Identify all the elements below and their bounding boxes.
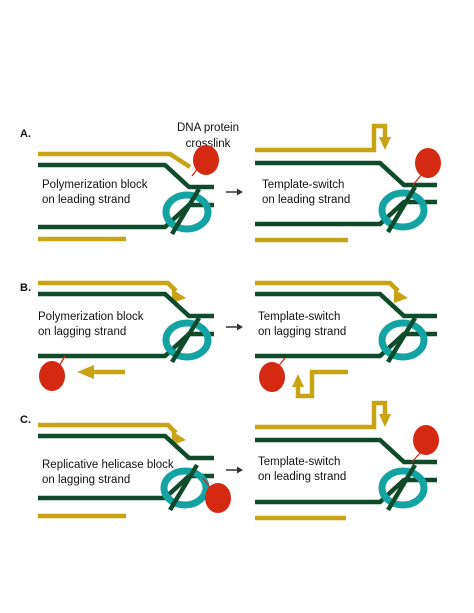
lagging-template-strand xyxy=(38,202,214,230)
leading-arrowhead xyxy=(172,431,186,445)
leading-arrowhead xyxy=(394,289,408,303)
panel-b-transition-arrow xyxy=(226,323,243,331)
leading-template-strand xyxy=(255,291,437,319)
panel-a-right-text-2: on leading strand xyxy=(262,194,350,206)
leading-template-strand xyxy=(38,291,214,319)
panel-b-left-fork: Polymerization block on lagging strand xyxy=(38,280,214,391)
leading-template-strand xyxy=(255,437,437,465)
lagging-template-strand xyxy=(38,331,214,359)
switch-arrowhead xyxy=(379,414,391,427)
crosslink-label-line2: crosslink xyxy=(186,138,231,150)
dna-protein-crosslink xyxy=(413,425,439,455)
dna-protein-crosslink xyxy=(193,145,219,175)
dna-protein-crosslink xyxy=(259,362,285,392)
strand-through-helicase xyxy=(386,316,417,364)
panel-c-right-fork: Template-switch on leading strand xyxy=(255,400,439,521)
helicase-ring xyxy=(378,467,428,509)
panel-c: C. Replicative helicase block on lagging… xyxy=(20,400,439,521)
panel-c-transition-arrow xyxy=(226,466,243,474)
lagging-template-strand xyxy=(255,477,437,505)
crosslink-label-line1: DNA protein xyxy=(177,122,239,134)
panel-a: A. DNA protein crosslink Polymerization … xyxy=(20,122,441,243)
leading-nascent-strand xyxy=(38,151,192,169)
helicase-ring xyxy=(162,319,212,361)
lagging-arrowhead xyxy=(77,365,94,379)
leading-arrowhead xyxy=(172,289,186,303)
switch-arrowhead xyxy=(292,374,304,387)
switched-nascent-strand xyxy=(255,400,388,430)
strand-through-helicase xyxy=(170,316,201,364)
switched-nascent-strand xyxy=(295,369,348,399)
dna-protein-crosslink xyxy=(39,361,65,391)
panel-c-left-text-2: on lagging strand xyxy=(42,474,130,486)
panel-a-right-text-1: Template-switch xyxy=(262,179,344,191)
helicase-ring xyxy=(378,189,428,231)
panel-b: B. Polymerization block on lagging stran… xyxy=(20,280,437,399)
panel-c-left-text-1: Replicative helicase block xyxy=(42,459,174,471)
panel-a-right-fork: Template-switch on leading strand xyxy=(255,123,441,243)
dna-protein-crosslink xyxy=(205,483,231,513)
helicase-ring xyxy=(378,319,428,361)
panel-a-left-fork: Polymerization block on leading strand xyxy=(38,145,219,242)
strand-through-helicase xyxy=(168,463,199,512)
leading-nascent-strand xyxy=(38,280,178,293)
panel-b-right-text-1: Template-switch xyxy=(258,311,340,323)
panel-c-right-text-2: on leading strand xyxy=(258,471,346,483)
panel-a-left-text-2: on leading strand xyxy=(42,194,130,206)
dna-protein-crosslink xyxy=(415,148,441,178)
leading-template-strand xyxy=(38,433,214,461)
strand-through-helicase xyxy=(170,187,201,236)
panel-c-left-fork: Replicative helicase block on lagging st… xyxy=(38,422,231,519)
panel-c-right-text-1: Template-switch xyxy=(258,456,340,468)
switched-nascent-strand xyxy=(255,123,388,153)
strand-through-helicase xyxy=(386,463,417,512)
leading-template-strand xyxy=(255,160,437,188)
leading-nascent-strand xyxy=(38,422,178,435)
panel-c-label: C. xyxy=(20,414,31,426)
leading-template-strand xyxy=(38,162,214,190)
crosslink-tether xyxy=(411,451,422,463)
panel-a-transition-arrow xyxy=(226,188,243,196)
switch-arrowhead xyxy=(379,137,391,150)
panel-a-left-text-1: Polymerization block xyxy=(42,179,148,191)
panel-b-left-text-2: on lagging strand xyxy=(38,326,126,338)
panel-b-right-fork: Template-switch on lagging strand xyxy=(255,280,437,399)
panel-b-left-text-1: Polymerization block xyxy=(38,311,144,323)
panel-b-right-text-2: on lagging strand xyxy=(258,326,346,338)
crosslink-tether xyxy=(412,173,423,186)
helicase-ring xyxy=(160,467,210,509)
strand-through-helicase xyxy=(386,185,417,234)
helicase-ring xyxy=(162,191,212,233)
panel-a-label: A. xyxy=(20,128,31,140)
leading-nascent-strand xyxy=(255,280,400,293)
panel-b-label: B. xyxy=(20,282,31,294)
